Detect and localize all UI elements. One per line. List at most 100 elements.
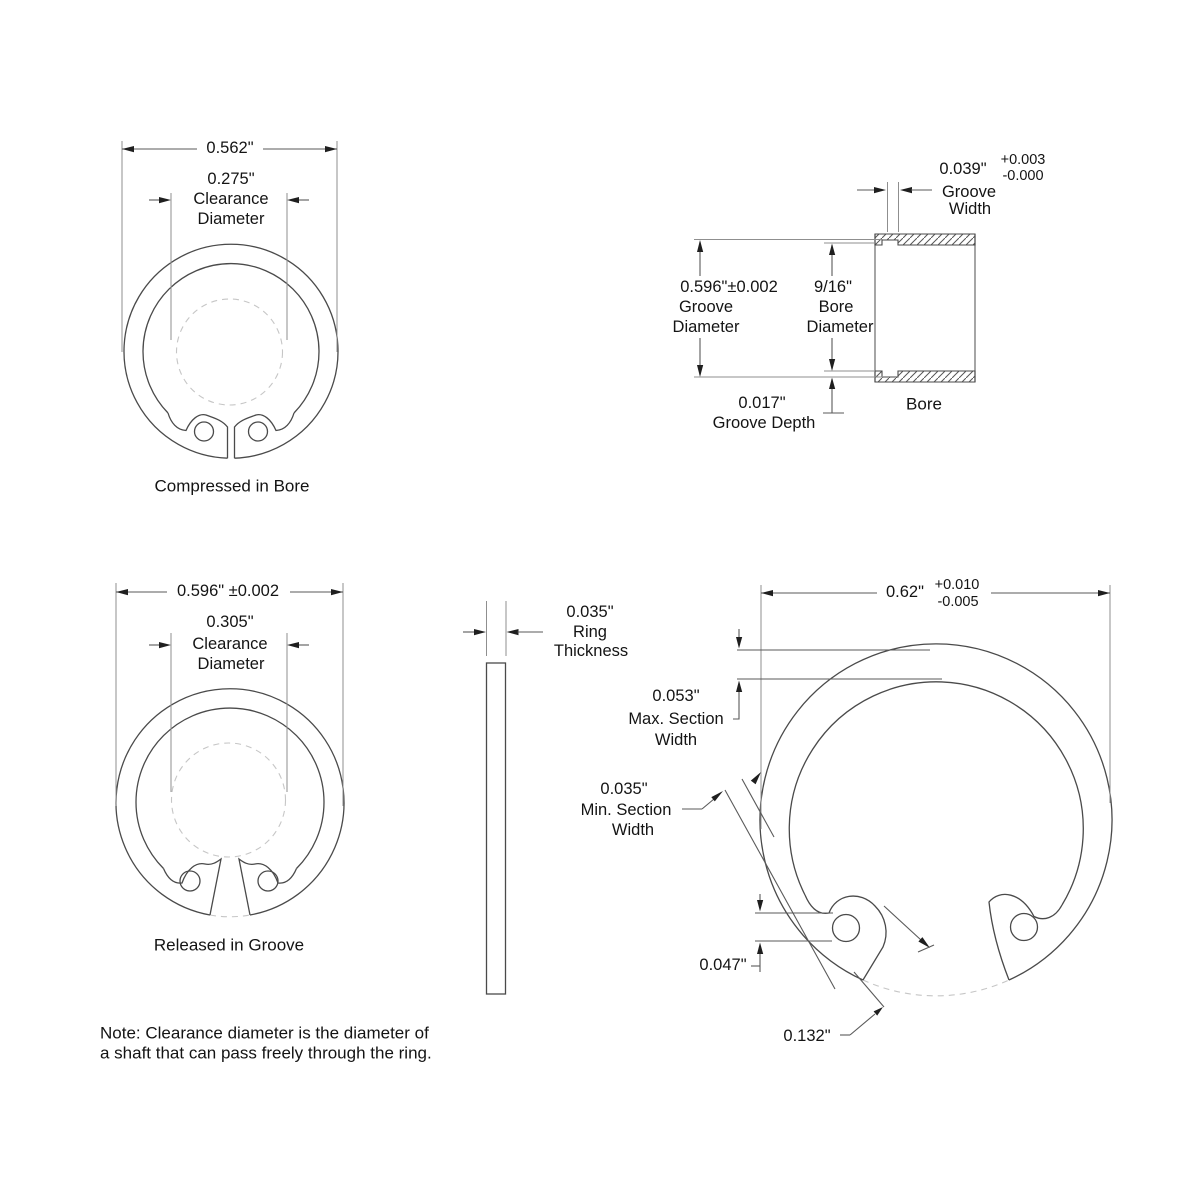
ring-side-profile — [485, 662, 507, 995]
groove-width-tol-plus: +0.003 — [1001, 152, 1046, 168]
min-section-label-2: Width — [612, 821, 654, 839]
bore-diameter-dimension: 9/16" Bore Diameter — [807, 243, 874, 371]
right-lug-hole — [1009, 912, 1039, 942]
clearance-circle — [175, 298, 284, 406]
note-block: Note: Clearance diameter is the diameter… — [100, 1024, 432, 1063]
outer-diameter-value: 0.596" ±0.002 — [177, 582, 279, 600]
left-lug — [167, 412, 229, 459]
ring-outer-edge — [115, 688, 345, 916]
outer-diameter-dimension: 0.596" ±0.002 — [115, 582, 344, 806]
right-lug-hole — [257, 870, 279, 892]
ring-inner-edge — [135, 707, 325, 869]
arrowhead-left — [122, 146, 134, 153]
compressed-caption: Compressed in Bore — [155, 477, 310, 496]
arrowhead-down — [829, 359, 836, 371]
gap-value: 0.132" — [783, 1027, 830, 1045]
min-section-dimension: 0.035" Min. Section Width — [581, 772, 836, 990]
arrowhead-left — [506, 629, 519, 636]
max-section-label-2: Width — [655, 731, 697, 749]
max-section-value: 0.053" — [652, 687, 699, 705]
released-view: 0.596" ±0.002 0.305" Clearance Diameter … — [115, 582, 345, 955]
left-lug-hole — [193, 421, 215, 442]
leader-line — [849, 1013, 876, 1036]
right-lug-hole — [247, 421, 269, 442]
groove-depth-dimension: 0.017" Groove Depth — [713, 377, 844, 432]
bore-bottom-section-band — [874, 370, 976, 383]
clearance-label-2: Diameter — [198, 655, 265, 673]
thickness-label-2: Thickness — [554, 642, 628, 660]
groove-width-tol-minus: -0.000 — [1002, 168, 1043, 184]
max-section-label-1: Max. Section — [628, 710, 723, 728]
groove-width-label-1: Groove — [942, 183, 996, 201]
clearance-value: 0.275" — [207, 170, 254, 188]
arrowhead-left — [159, 642, 171, 649]
clearance-label-1: Clearance — [192, 635, 267, 653]
clearance-circle — [170, 742, 287, 858]
released-caption: Released in Groove — [154, 936, 304, 955]
outer-diameter-dimension: 0.562" — [121, 139, 338, 352]
bore-diameter-value: 9/16" — [814, 278, 852, 296]
note-line-2: a shaft that can pass freely through the… — [100, 1044, 432, 1063]
arrowhead-left — [761, 590, 773, 597]
front-view: 0.62" +0.010 -0.005 0.053" Max. Section … — [581, 577, 1113, 1045]
note-line-1: Note: Clearance diameter is the diameter… — [100, 1024, 429, 1043]
ring-inner-edge — [142, 262, 320, 414]
free-diameter-value: 0.62" — [886, 583, 924, 601]
clearance-label-2: Diameter — [198, 210, 265, 228]
leader-line — [701, 798, 715, 810]
left-lug-hole — [179, 870, 201, 892]
left-lug — [804, 894, 887, 981]
arrowhead-right — [874, 187, 886, 194]
ring-outer-edge — [759, 643, 1113, 981]
ring-inner-edge — [788, 681, 1084, 906]
bore-top-section-band — [874, 233, 976, 246]
lug-hole-dimension: 0.047" — [699, 894, 833, 974]
bore-caption: Bore — [906, 395, 942, 414]
ring-outer-edge — [123, 243, 339, 459]
max-section-dimension: 0.053" Max. Section Width — [628, 629, 942, 749]
arrowhead-left — [159, 197, 171, 204]
groove-diameter-value: 0.596"±0.002 — [680, 278, 778, 296]
min-section-value: 0.035" — [600, 780, 647, 798]
clearance-diameter-dimension: 0.305" Clearance Diameter — [149, 613, 309, 792]
groove-width-dimension: 0.039" +0.003 -0.000 Groove Width — [857, 152, 1045, 232]
groove-depth-value: 0.017" — [738, 394, 785, 412]
groove-width-label-2: Width — [949, 200, 991, 218]
groove-diameter-dimension: 0.596"±0.002 Groove Diameter — [673, 240, 778, 377]
arrowhead-left — [900, 187, 912, 194]
arrowhead-right — [325, 146, 337, 153]
groove-width-value: 0.039" — [939, 160, 986, 178]
arrowhead-down — [697, 365, 704, 377]
arrowhead-right — [287, 642, 299, 649]
gap-dimension-line — [883, 905, 922, 941]
limit-tick — [917, 944, 935, 953]
thickness-value: 0.035" — [566, 603, 613, 621]
arrowhead-up — [829, 243, 836, 255]
compressed-view: 0.562" 0.275" Clearance Diameter Compres… — [121, 139, 339, 496]
arrowhead-down — [736, 637, 743, 649]
arrowhead-se — [918, 937, 930, 948]
clearance-diameter-dimension: 0.275" Clearance Diameter — [149, 170, 309, 340]
free-diameter-tol-plus: +0.010 — [935, 577, 980, 593]
clearance-value: 0.305" — [206, 613, 253, 631]
bore-section-view: 0.039" +0.003 -0.000 Groove Width 0.596"… — [673, 152, 1046, 432]
groove-diameter-label-1: Groove — [679, 298, 733, 316]
free-diameter-dimension: 0.62" +0.010 -0.005 — [760, 577, 1111, 829]
arrowhead-up — [757, 942, 764, 954]
groove-diameter-label-2: Diameter — [673, 318, 740, 336]
arrowhead-up — [697, 240, 704, 252]
right-lug — [238, 857, 298, 916]
outer-dashed-arc — [862, 979, 1010, 997]
arrowhead-right — [1098, 590, 1110, 597]
outer-diameter-value: 0.562" — [206, 139, 253, 157]
arrowhead-left — [116, 589, 128, 596]
arrowhead-up — [736, 680, 743, 692]
arrowhead-right — [287, 197, 299, 204]
arrowhead-right — [474, 629, 486, 636]
right-lug — [233, 412, 295, 459]
min-section-label-1: Min. Section — [581, 801, 672, 819]
groove-depth-label: Groove Depth — [713, 414, 816, 432]
arrowhead-ne — [873, 1007, 883, 1016]
